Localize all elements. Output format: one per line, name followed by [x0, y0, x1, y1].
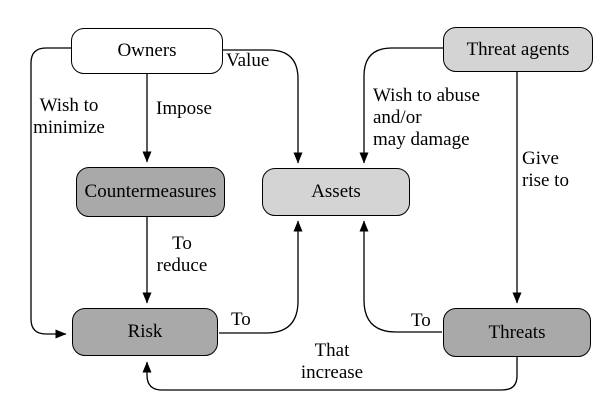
node-risk-label: Risk [127, 321, 163, 342]
edge-label-to-reduce: To reduce [156, 233, 208, 276]
node-assets-label: Assets [311, 181, 361, 202]
edge-label-impose: Impose [156, 98, 212, 119]
edge-label-give-rise-to: Give rise to [522, 148, 569, 191]
edge-owners-to-risk-wish-minimize [30, 47, 71, 339]
edge-label-that-increase: That increase [300, 340, 364, 383]
edge-threats-to-risk-that-increase [142, 357, 518, 391]
node-countermeasures: Countermeasures [76, 167, 225, 217]
edge-risk-to-assets [219, 220, 303, 334]
node-assets: Assets [262, 168, 410, 216]
node-countermeasures-label: Countermeasures [84, 181, 217, 202]
edge-label-wish-to-abuse: Wish to abuse and/or may damage [373, 85, 480, 150]
node-threats: Threats [443, 308, 591, 357]
node-owners: Owners [71, 28, 223, 74]
node-owners-label: Owners [117, 40, 177, 61]
node-threat-agents: Threat agents [443, 27, 593, 72]
node-threats-label: Threats [488, 321, 546, 343]
node-threat-agents-label: Threat agents [466, 38, 570, 60]
edge-owners-to-assets-value [223, 49, 303, 164]
edge-label-value: Value [226, 50, 270, 71]
edge-threats-to-assets [359, 220, 442, 333]
edge-threat-agents-to-assets-abuse [359, 47, 443, 164]
edge-label-to-assets-from-risk: To [231, 309, 251, 330]
edge-label-wish-to-minimize: Wish to minimize [33, 95, 105, 138]
node-risk: Risk [72, 308, 218, 356]
edge-label-to-assets-from-threats: To [411, 310, 431, 331]
